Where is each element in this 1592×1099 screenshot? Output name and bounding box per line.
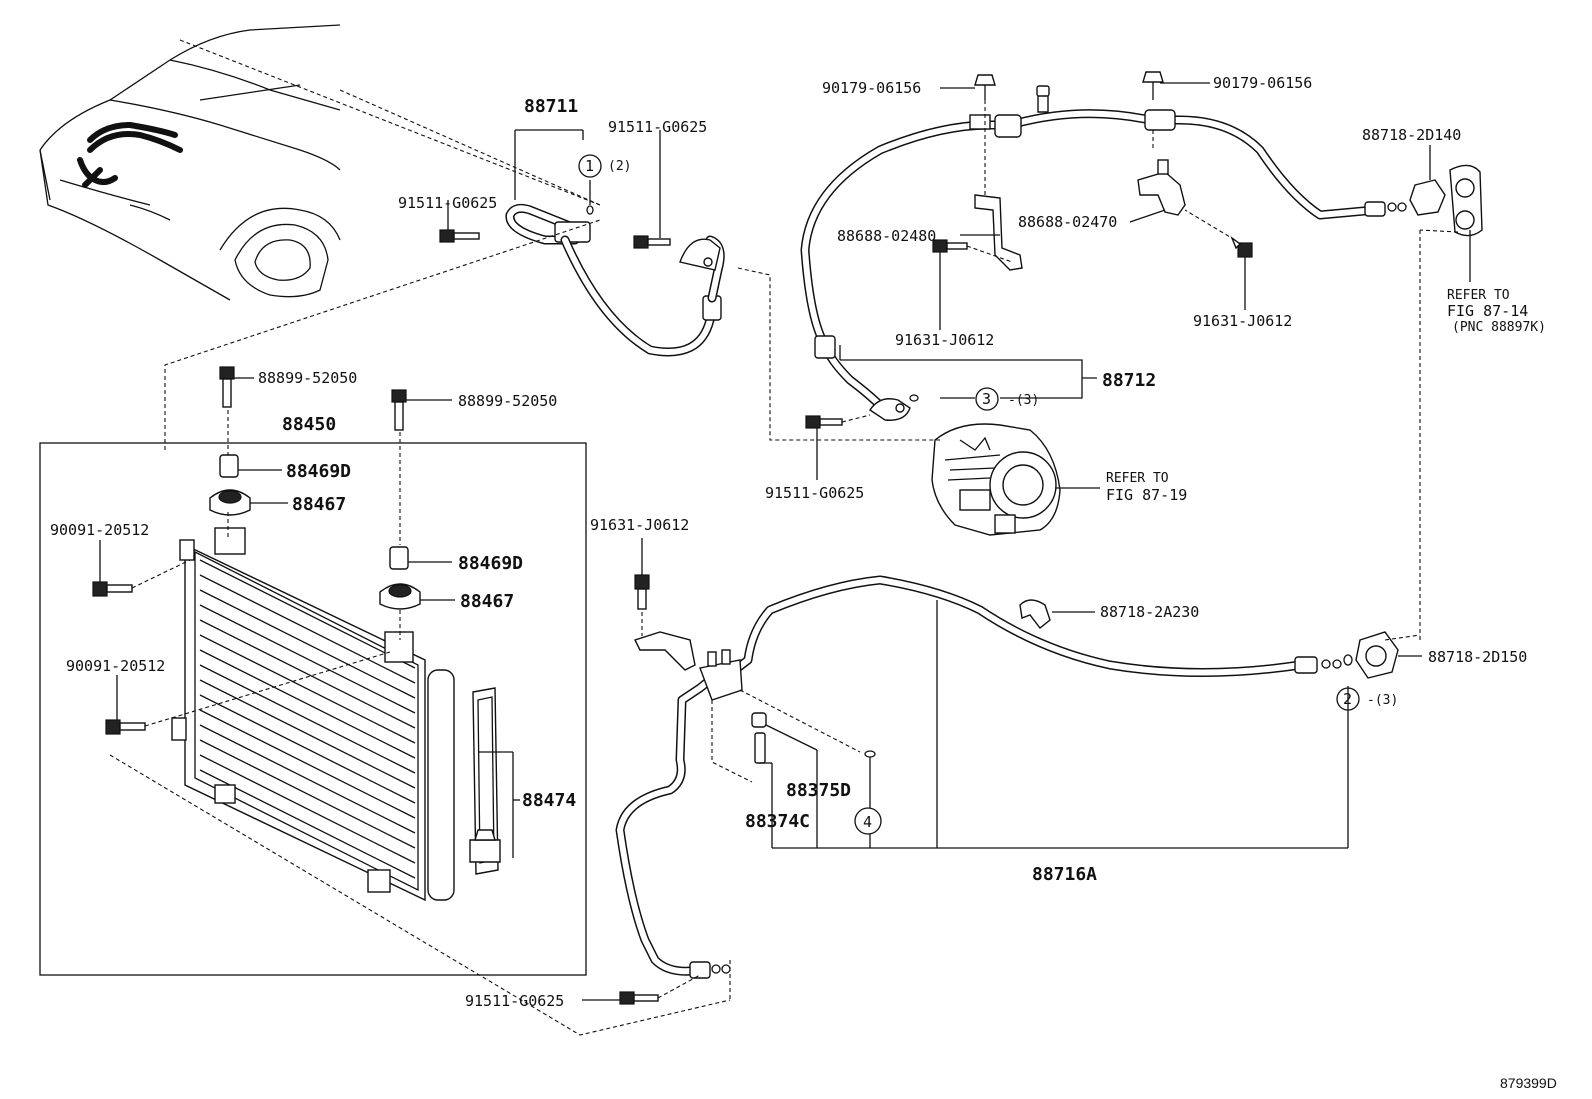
cushion-88469d-b: [389, 546, 452, 570]
label-90179-a: 90179-06156: [822, 79, 921, 97]
bolt-88899-b: [391, 389, 452, 545]
leader-dashed-lower: [109, 754, 731, 1036]
drier-88474: [469, 687, 520, 875]
leader-88716a: [772, 712, 1349, 849]
label-88375d: 88375D: [786, 780, 851, 801]
bracket-88688-02480: [974, 194, 1023, 271]
label-88474: 88474: [522, 790, 576, 811]
suction-hose-88712: [800, 85, 1407, 421]
label-88716a: 88716A: [1032, 864, 1097, 885]
label-91511-d: 91511-G0625: [465, 992, 564, 1010]
leader-88712: [839, 345, 1097, 399]
leader-dashed-valves: [711, 689, 861, 783]
label-refer-87-14-line1: REFER TO: [1447, 288, 1510, 303]
label-91511-c: 91511-G0625: [765, 484, 864, 502]
label-refer-87-14-line2: FIG 87-14: [1447, 302, 1528, 320]
leader-dashed-88711: [164, 219, 601, 450]
label-90091-a: 90091-20512: [50, 521, 149, 539]
label-ref2: 2: [1343, 690, 1352, 708]
condenser-88450: [171, 527, 455, 902]
compressor: [931, 423, 1100, 536]
label-90179-b: 90179-06156: [1213, 74, 1312, 92]
label-88712: 88712: [1102, 370, 1156, 391]
label-91511-b: 91511-G0625: [608, 118, 707, 136]
nut-88718-2d140: [1409, 145, 1483, 640]
label-91631-c: 91631-J0612: [590, 516, 689, 534]
label-ref1: 1: [585, 157, 594, 175]
label-88899-a: 88899-52050: [258, 369, 357, 387]
label-91631-b: 91631-J0612: [1193, 312, 1292, 330]
valve-88375d: [751, 712, 818, 848]
bolt-91511-c: [805, 415, 843, 480]
label-88469d-a: 88469D: [286, 461, 351, 482]
cushion-88469d-a: [219, 454, 282, 478]
o-ring-ref2: [1343, 654, 1353, 666]
leader-dashed-compressor: [737, 267, 940, 441]
label-ref3-qty: -(3): [1008, 393, 1039, 408]
ref-circle-1: [578, 154, 602, 178]
label-91631-a: 91631-J0612: [895, 331, 994, 349]
label-88718-2d140: 88718-2D140: [1362, 126, 1461, 144]
label-88718-2a230: 88718-2A230: [1100, 603, 1199, 621]
label-88688-02480: 88688-02480: [837, 227, 936, 245]
label-90091-b: 90091-20512: [66, 657, 165, 675]
label-88718-2d150: 88718-2D150: [1428, 648, 1527, 666]
ref-circle-2: [1336, 687, 1360, 711]
label-88899-b: 88899-52050: [458, 392, 557, 410]
label-88711: 88711: [524, 96, 578, 117]
ref-circle-3: [975, 387, 999, 411]
bracket-88688-02470: [1137, 159, 1186, 216]
label-ref4: 4: [863, 813, 872, 831]
bolt-91631-b: [1184, 209, 1253, 310]
label-refer-87-19-line2: FIG 87-19: [1106, 486, 1187, 504]
label-88374c: 88374C: [745, 811, 810, 832]
leader-88711: [514, 129, 584, 200]
bolt-90179-a: [974, 74, 996, 195]
label-88450: 88450: [282, 414, 336, 435]
o-ring-ref1: [586, 205, 594, 215]
clamp-88718-2a230: [1019, 599, 1095, 629]
label-88467-b: 88467: [460, 591, 514, 612]
vehicle-location-sketch: [39, 24, 601, 301]
label-ref3: 3: [982, 390, 991, 408]
label-88469d-b: 88469D: [458, 553, 523, 574]
bolt-90091-b: [105, 651, 391, 735]
bolt-90179-b: [1142, 71, 1164, 150]
ref-circle-4: [854, 807, 882, 835]
bolt-91511-d: [582, 974, 701, 1005]
o-ring-ref3: [909, 394, 919, 402]
discharge-hose-88711: [505, 203, 725, 357]
valve-core-88374c: [754, 732, 773, 848]
bolt-91631-c: [634, 538, 650, 636]
label-ref2-qty: -(3): [1367, 693, 1398, 708]
diagram-code: 879399D: [1500, 1075, 1557, 1091]
label-refer-87-14-line3: (PNC 88897K): [1452, 320, 1546, 335]
bolt-91631-a: [932, 239, 1013, 330]
label-ref1-qty: (2): [608, 159, 631, 174]
cushion-88467-b: [379, 583, 455, 640]
bolt-88899-a: [219, 366, 254, 455]
label-88688-02470: 88688-02470: [1018, 213, 1117, 231]
leader-90179: [940, 82, 1210, 89]
bolt-90091-a: [92, 540, 191, 597]
label-refer-87-19-line1: REFER TO: [1106, 471, 1169, 486]
leader-88688: [960, 209, 1166, 236]
label-88467-a: 88467: [292, 494, 346, 515]
bolt-91511-b: [633, 130, 671, 249]
liquid-tube-88716a: [615, 575, 1342, 979]
label-91511-a: 91511-G0625: [398, 194, 497, 212]
condenser-assembly-box: [39, 442, 587, 976]
cushion-88467-a: [209, 489, 288, 540]
o-ring-ref-4-part: [864, 750, 876, 848]
nut-88718-2d150: [1355, 631, 1422, 679]
bolt-91511-a: [439, 200, 480, 243]
